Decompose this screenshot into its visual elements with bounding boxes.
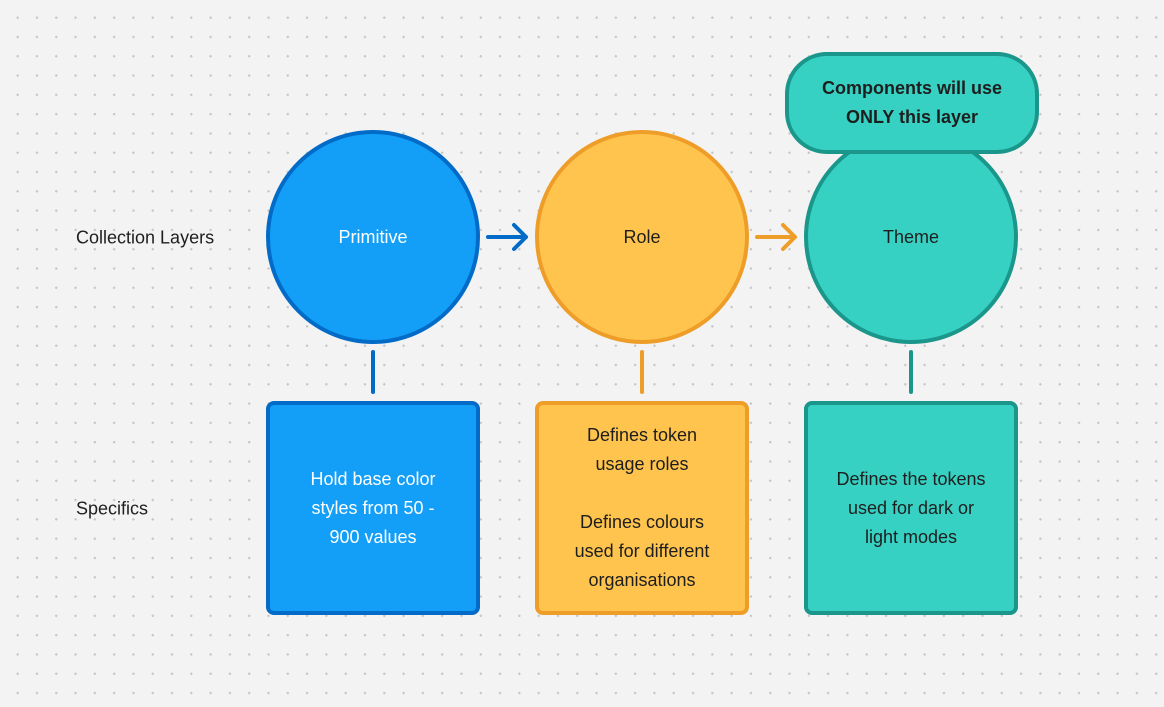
primitive-specifics-box[interactable]: Hold base color styles from 50 - 900 val… bbox=[266, 401, 480, 615]
primitive-layer-circle[interactable]: Primitive bbox=[266, 130, 480, 344]
row-label-specifics: Specifics bbox=[76, 498, 149, 519]
row-label-collection-layers: Collection Layers bbox=[76, 227, 215, 248]
theme-label: Theme bbox=[882, 226, 940, 247]
role-label: Role bbox=[623, 226, 661, 247]
arrow-right-icon bbox=[755, 223, 797, 251]
primitive-label: Primitive bbox=[338, 226, 408, 247]
theme-specifics-box[interactable]: Defines the tokens used for dark or ligh… bbox=[804, 401, 1018, 615]
connector-line bbox=[909, 350, 913, 394]
theme-layer-circle[interactable]: Theme bbox=[804, 130, 1018, 344]
connector-line bbox=[640, 350, 644, 394]
components-callout[interactable]: Components will use ONLY this layer bbox=[785, 52, 1039, 154]
role-specifics-box[interactable]: Defines token usage roles Defines colour… bbox=[535, 401, 749, 615]
role-layer-circle[interactable]: Role bbox=[535, 130, 749, 344]
connector-line bbox=[371, 350, 375, 394]
arrow-right-icon bbox=[486, 223, 528, 251]
